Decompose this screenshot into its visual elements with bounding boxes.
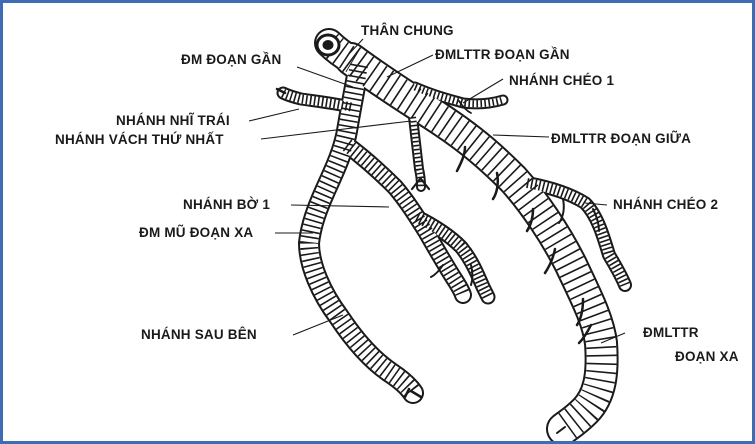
- leader-dmlttr-doan-gan: [387, 55, 433, 77]
- label-nhanh-sau-ben: NHÁNH SAU BÊN: [141, 327, 257, 342]
- label-nhanh-vach-thu-nhat: NHÁNH VÁCH THỨ NHẤT: [55, 132, 224, 147]
- label-nhanh-bo-1: NHÁNH BỜ 1: [183, 197, 270, 212]
- leader-nhanh-nhi-trai: [249, 109, 299, 121]
- label-than-chung: THÂN CHUNG: [361, 23, 454, 38]
- label-dmlttr-doan-gan: ĐMLTTR ĐOẠN GẦN: [435, 47, 570, 62]
- label-nhanh-cheo-2: NHÁNH CHÉO 2: [613, 197, 718, 212]
- left-main-ostium: [317, 35, 339, 55]
- label-dmlttr-doan-xa-line1: ĐMLTTR: [643, 325, 699, 340]
- label-dmlttr-doan-xa-line2: ĐOẠN XA: [675, 349, 739, 364]
- coronary-artery-diagram: THÂN CHUNG ĐM ĐOẠN GẦN ĐMLTTR ĐOẠN GẦN N…: [3, 3, 752, 441]
- vessel-marginal-1-lumen: [347, 145, 463, 295]
- leader-nhanh-bo-1: [291, 205, 389, 207]
- label-dm-mu-doan-xa: ĐM MŨ ĐOẠN XA: [139, 225, 253, 240]
- leader-dmlttr-doan-giua: [493, 135, 549, 137]
- label-nhanh-cheo-1: NHÁNH CHÉO 1: [509, 73, 614, 88]
- vessel-group: [283, 43, 625, 429]
- label-dmlttr-doan-giua: ĐMLTTR ĐOẠN GIỮA: [551, 131, 691, 146]
- label-nhanh-nhi-trai: NHÁNH NHĨ TRÁI: [116, 113, 230, 128]
- label-dm-doan-gan: ĐM ĐOẠN GẦN: [181, 52, 281, 67]
